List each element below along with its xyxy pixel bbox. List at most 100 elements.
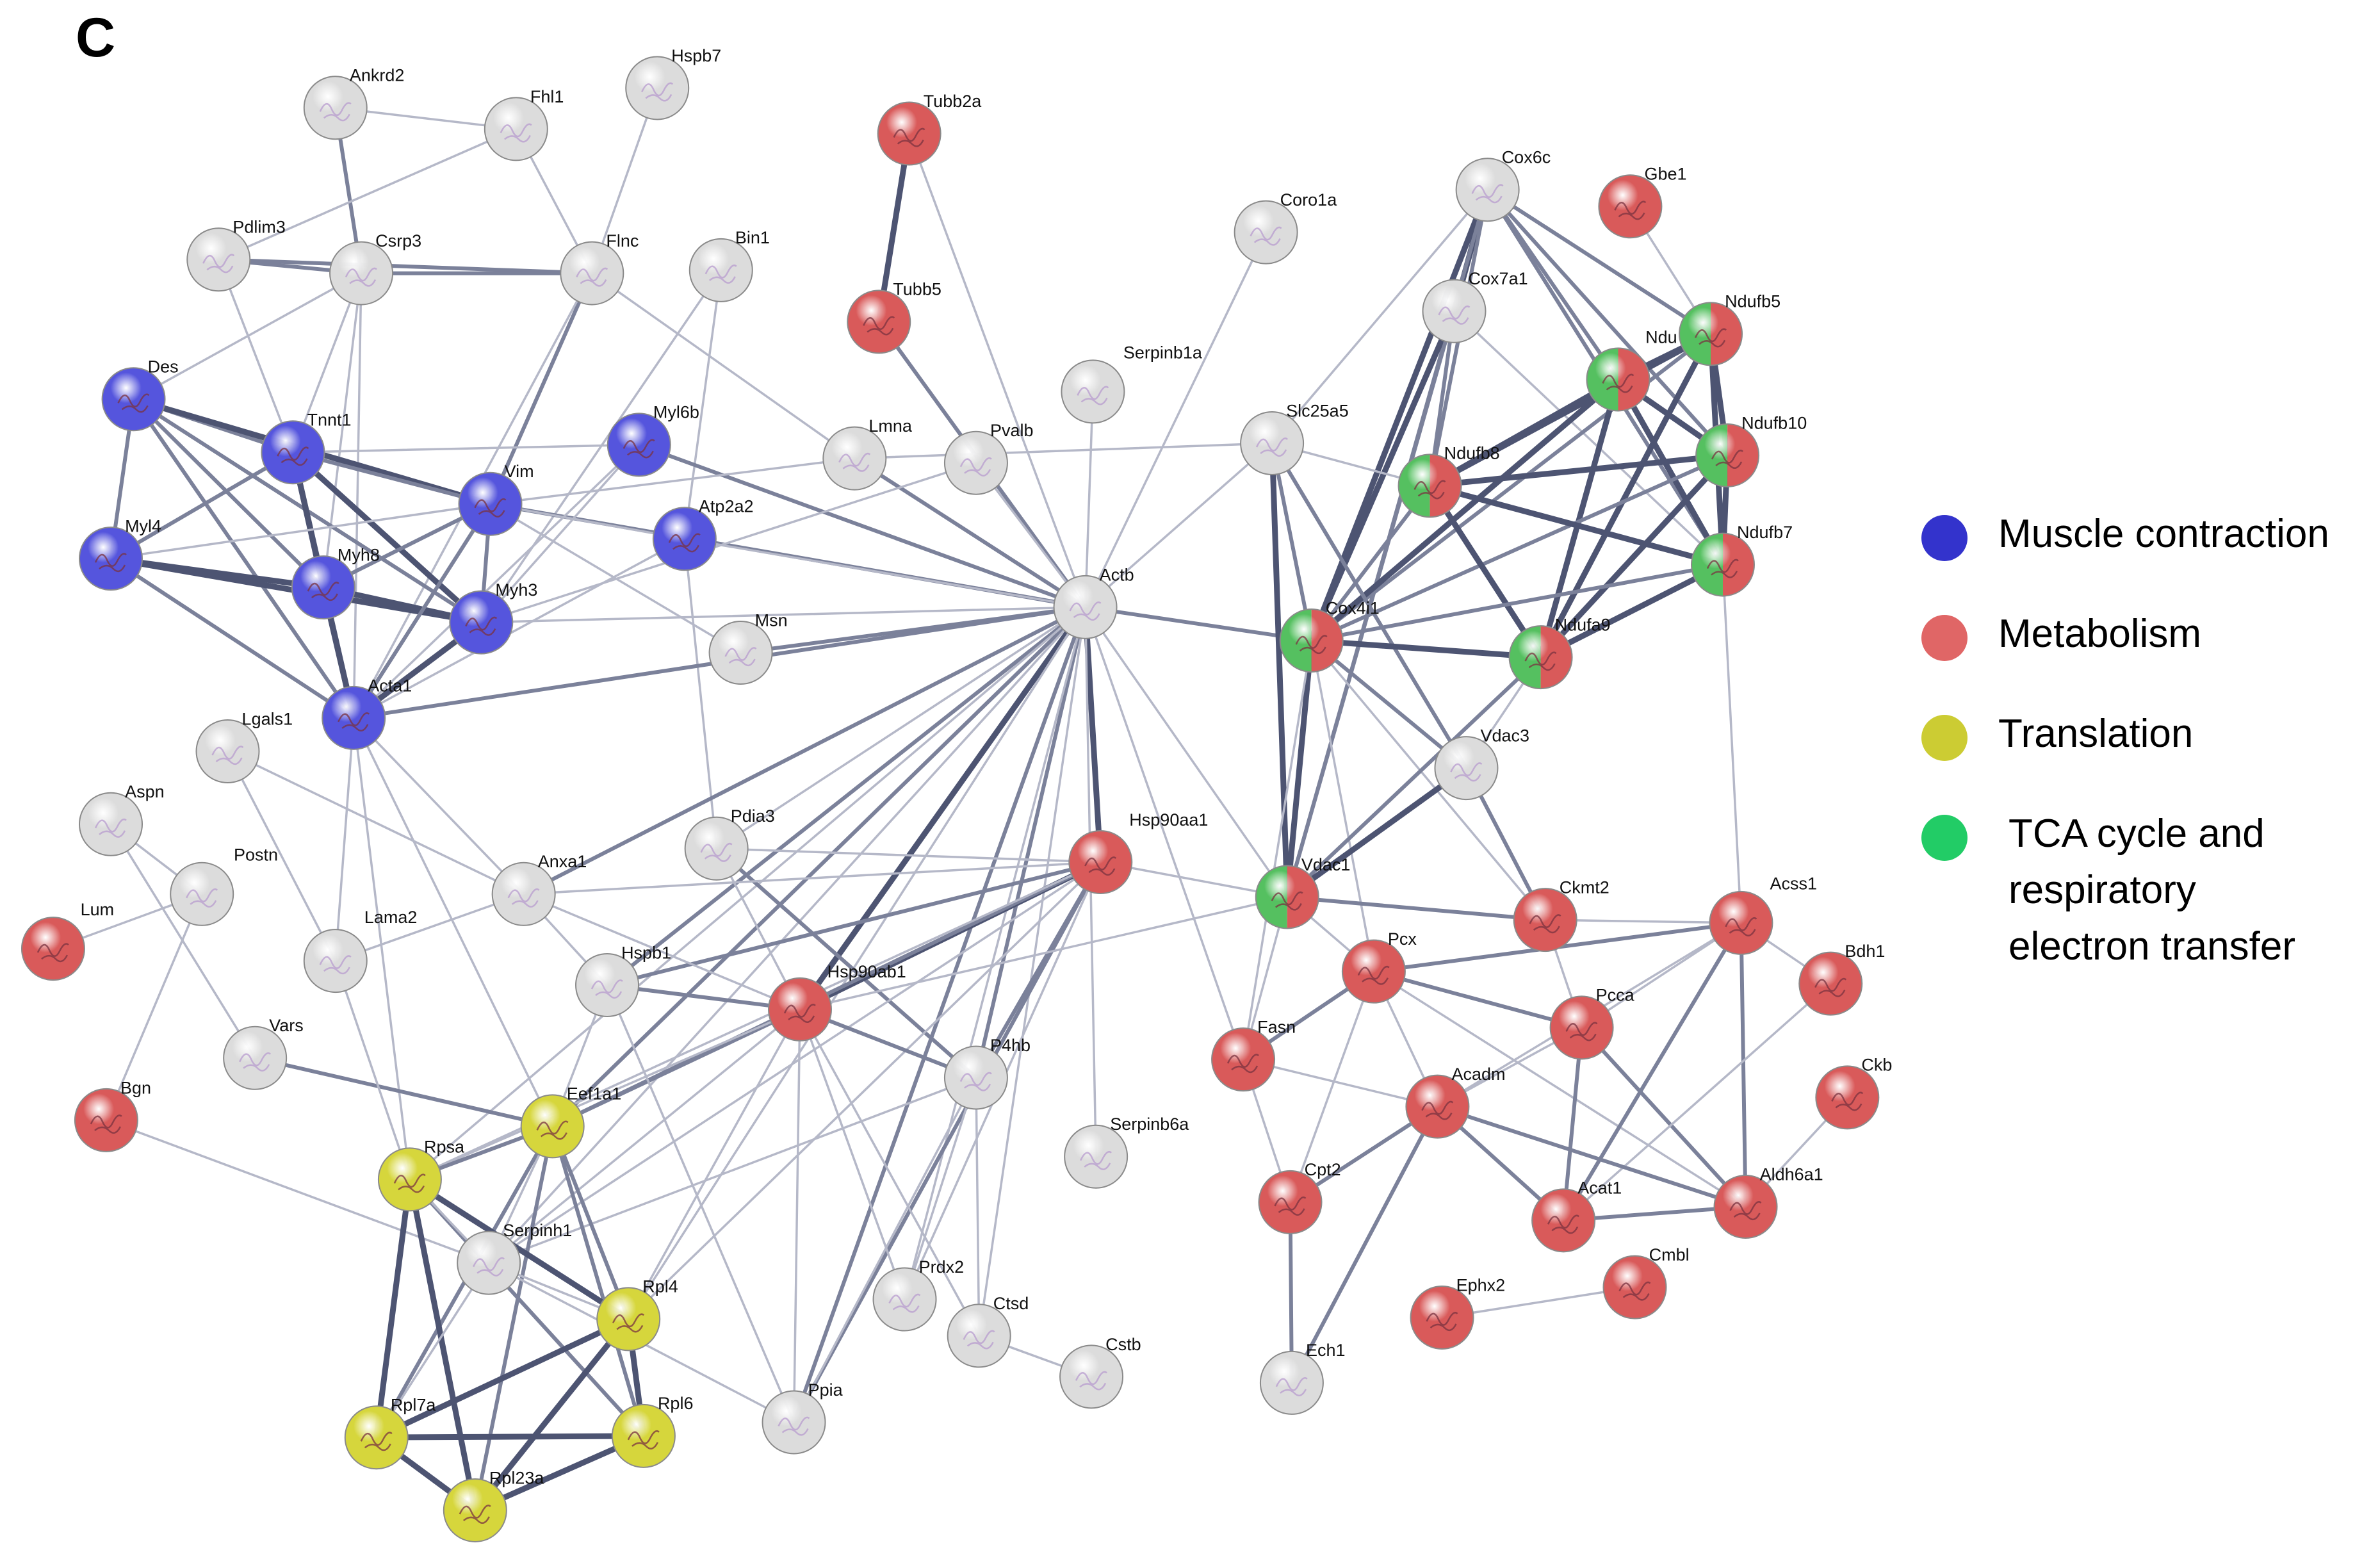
- node-csrp3[interactable]: Csrp3: [329, 231, 421, 306]
- node-hsp90aa1-sphere: [1068, 830, 1133, 895]
- node-rpl7a[interactable]: Rpl7a: [344, 1396, 437, 1470]
- node-hsp90ab1[interactable]: Hsp90ab1: [768, 962, 906, 1041]
- node-p4hb[interactable]: P4hb: [943, 1036, 1031, 1110]
- node-pcx[interactable]: Pcx: [1341, 929, 1417, 1004]
- node-slc25a5-sphere: [1240, 411, 1305, 475]
- edge-slc25a5-vdac3: [1270, 441, 1469, 771]
- node-flnc[interactable]: Flnc: [560, 231, 639, 306]
- node-vars[interactable]: Vars: [223, 1016, 304, 1090]
- node-anxa1[interactable]: Anxa1: [491, 852, 587, 926]
- node-cox4i1[interactable]: Cox4i1: [1279, 598, 1380, 673]
- node-serpinb1a[interactable]: Serpinb1a: [1061, 343, 1203, 424]
- edge-cox4i1-ndufa9: [1308, 637, 1544, 660]
- node-hspb7[interactable]: Hspb7: [625, 46, 721, 120]
- node-myl4[interactable]: Myl4: [79, 516, 161, 591]
- node-ppia[interactable]: Ppia: [762, 1380, 843, 1455]
- node-label-lgals1: Lgals1: [242, 709, 293, 728]
- node-ndufa9-half: [1540, 626, 1572, 689]
- node-ckmt2[interactable]: Ckmt2: [1513, 878, 1609, 952]
- protein-structure-icon: [1729, 1201, 1762, 1221]
- node-des[interactable]: Des: [101, 357, 179, 432]
- node-aldh6a1[interactable]: Aldh6a1: [1713, 1164, 1823, 1239]
- node-hsp90aa1[interactable]: Hsp90aa1: [1068, 810, 1208, 895]
- node-ndufb8[interactable]: Ndufb8: [1397, 444, 1500, 518]
- node-bdh1[interactable]: Bdh1: [1798, 942, 1885, 1016]
- node-cmbl[interactable]: Cmbl: [1602, 1245, 1690, 1319]
- node-ankrd2[interactable]: Ankrd2: [303, 66, 405, 140]
- node-aspn[interactable]: Aspn: [79, 782, 165, 856]
- node-fhl1[interactable]: Fhl1: [484, 87, 564, 161]
- node-hspb1[interactable]: Hspb1: [575, 943, 671, 1017]
- node-ndufb10[interactable]: Ndufb10: [1695, 413, 1807, 487]
- protein-structure-icon: [623, 439, 655, 459]
- node-cstb[interactable]: Cstb: [1059, 1335, 1141, 1409]
- node-fasn[interactable]: Fasn: [1211, 1017, 1296, 1092]
- node-vim[interactable]: Vim: [458, 462, 534, 536]
- node-rpl4[interactable]: Rpl4: [596, 1277, 678, 1352]
- node-ndu[interactable]: Ndu: [1586, 328, 1677, 412]
- node-ndufb5[interactable]: Ndufb5: [1679, 292, 1780, 366]
- protein-structure-icon: [1226, 1054, 1259, 1074]
- node-vdac1[interactable]: Vdac1: [1255, 855, 1351, 929]
- node-ctsd[interactable]: Ctsd: [947, 1294, 1029, 1368]
- node-rpl4-sphere: [596, 1287, 661, 1352]
- edge-actb-p4hb: [974, 605, 1088, 1080]
- node-msn[interactable]: Msn: [708, 610, 788, 685]
- node-ephx2-sphere: [1410, 1285, 1474, 1350]
- node-bin1[interactable]: Bin1: [688, 228, 770, 302]
- node-tnnt1[interactable]: Tnnt1: [261, 411, 352, 485]
- node-acta1[interactable]: Acta1: [322, 676, 412, 750]
- node-gbe1[interactable]: Gbe1: [1598, 165, 1687, 239]
- node-label-ndu: Ndu: [1645, 328, 1677, 347]
- node-acss1[interactable]: Acss1: [1709, 874, 1817, 955]
- node-pdia3[interactable]: Pdia3: [684, 806, 775, 881]
- node-myh8[interactable]: Myh8: [291, 545, 380, 620]
- node-eef1a1[interactable]: Eef1a1: [520, 1084, 622, 1159]
- node-postn[interactable]: Postn: [170, 845, 278, 926]
- node-serpinh1[interactable]: Serpinh1: [457, 1221, 572, 1295]
- node-pdlim3[interactable]: Pdlim3: [186, 218, 286, 292]
- node-bgn[interactable]: Bgn: [74, 1078, 151, 1152]
- node-pvalb[interactable]: Pvalb: [943, 421, 1034, 495]
- node-cpt2[interactable]: Cpt2: [1258, 1160, 1341, 1234]
- node-cox7a1[interactable]: Cox7a1: [1422, 269, 1528, 343]
- node-rpsa[interactable]: Rpsa: [377, 1138, 465, 1212]
- node-lum[interactable]: Lum: [20, 900, 114, 981]
- edge-actb-hsp90aa1: [1082, 604, 1104, 865]
- node-myh3[interactable]: Myh3: [449, 580, 537, 655]
- node-myl6b[interactable]: Myl6b: [607, 403, 699, 477]
- node-label-hsp90ab1: Hsp90ab1: [827, 962, 906, 981]
- node-actb[interactable]: Actb: [1053, 565, 1134, 639]
- node-tubb2a[interactable]: Tubb2a: [877, 92, 982, 166]
- node-lama2[interactable]: Lama2: [303, 908, 418, 993]
- node-pcca[interactable]: Pcca: [1549, 986, 1635, 1060]
- node-lmna[interactable]: Lmna: [822, 416, 913, 491]
- node-vdac3[interactable]: Vdac3: [1434, 726, 1529, 801]
- protein-structure-icon: [1275, 1377, 1308, 1396]
- node-acat1[interactable]: Acat1: [1531, 1179, 1622, 1253]
- node-prdx2[interactable]: Prdx2: [872, 1257, 965, 1332]
- node-ech1[interactable]: Ech1: [1259, 1341, 1346, 1415]
- node-slc25a5[interactable]: Slc25a5: [1240, 401, 1349, 475]
- node-ndufa9[interactable]: Ndufa9: [1508, 615, 1611, 690]
- node-acadm[interactable]: Acadm: [1405, 1065, 1506, 1139]
- edge-atp2a2-acta1: [352, 537, 686, 719]
- node-cox6c[interactable]: Cox6c: [1455, 148, 1551, 222]
- edge-hsp90ab1-serpinh1: [487, 1008, 801, 1264]
- node-label-ndufb10: Ndufb10: [1741, 413, 1807, 432]
- node-serpinb6a[interactable]: Serpinb6a: [1064, 1115, 1189, 1189]
- protein-structure-icon: [507, 888, 540, 908]
- node-ndufb7[interactable]: Ndufb7: [1690, 523, 1793, 597]
- protein-structure-icon: [1618, 1281, 1651, 1301]
- protein-structure-icon: [1255, 437, 1288, 457]
- node-rpl6[interactable]: Rpl6: [611, 1394, 694, 1468]
- node-coro1a[interactable]: Coro1a: [1234, 190, 1338, 265]
- node-rpl23a[interactable]: Rpl23a: [443, 1468, 545, 1542]
- node-ephx2[interactable]: Ephx2: [1410, 1275, 1506, 1350]
- edge-hsp90ab1-eef1a1: [550, 1007, 803, 1129]
- node-lgals1[interactable]: Lgals1: [195, 709, 293, 784]
- protein-structure-icon: [705, 264, 737, 284]
- node-atp2a2[interactable]: Atp2a2: [652, 497, 754, 571]
- node-ckb[interactable]: Ckb: [1815, 1056, 1892, 1130]
- node-tubb5[interactable]: Tubb5: [847, 280, 941, 354]
